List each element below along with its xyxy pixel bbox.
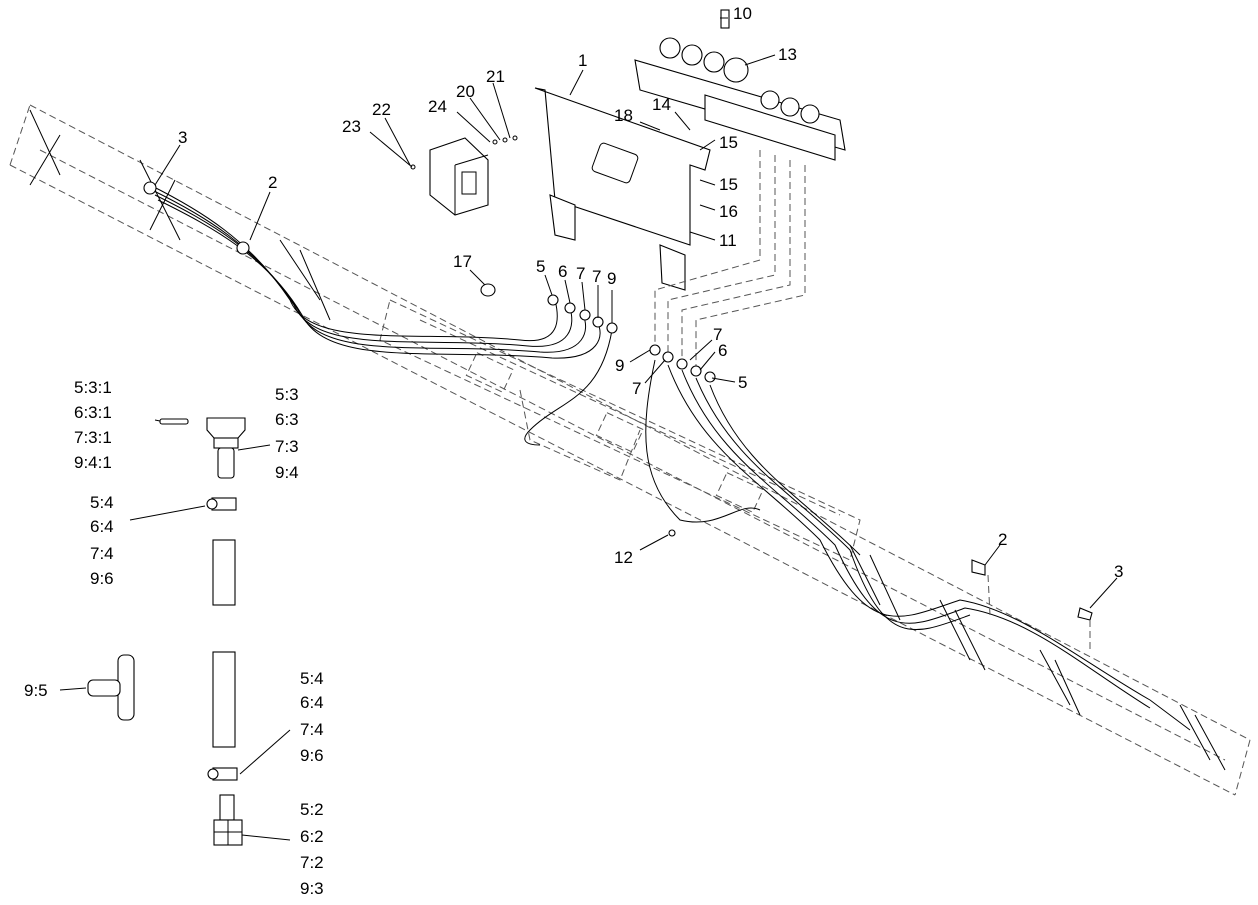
callout-5: 5 xyxy=(536,257,545,276)
detail-label: 5:3:1 xyxy=(74,378,112,397)
detail-label: 7:2 xyxy=(300,853,324,872)
callout-6: 6 xyxy=(558,262,567,281)
detail-label: 9:4 xyxy=(275,463,299,482)
mounting-plate xyxy=(534,87,711,291)
detail-label: 9:6 xyxy=(300,746,324,765)
callout-9: 9 xyxy=(615,356,624,375)
callout-21: 21 xyxy=(486,67,505,86)
detail-exploded-view xyxy=(59,417,291,846)
detail-label: 7:3:1 xyxy=(74,428,112,447)
callout-7: 7 xyxy=(592,267,601,286)
detail-label: 9:6 xyxy=(90,569,114,588)
leader-lines xyxy=(154,17,1118,650)
hoses xyxy=(149,184,1191,731)
detail-label: 7:3 xyxy=(275,437,299,456)
detail-label: 6:3:1 xyxy=(74,403,112,422)
center-frame xyxy=(379,299,861,561)
callout-7: 7 xyxy=(576,264,585,283)
controller-box xyxy=(410,135,518,216)
callout-12: 12 xyxy=(614,548,633,567)
callout-22: 22 xyxy=(372,100,391,119)
callout-15: 15 xyxy=(719,175,738,194)
detail-label: 6:3 xyxy=(275,410,299,429)
detail-label: 9:5 xyxy=(24,681,48,700)
callout-16: 16 xyxy=(719,202,738,221)
detail-label: 9:4:1 xyxy=(74,453,112,472)
detail-label: 7:4 xyxy=(300,720,324,739)
detail-label: 5:4 xyxy=(90,493,114,512)
detail-label: 6:2 xyxy=(300,827,324,846)
detail-label: 5:2 xyxy=(300,800,324,819)
fittings xyxy=(143,181,1093,621)
boom-frame xyxy=(9,104,1251,796)
callout-7: 7 xyxy=(713,325,722,344)
callout-3: 3 xyxy=(1114,562,1123,581)
callout-11: 11 xyxy=(719,231,737,250)
callout-15: 15 xyxy=(719,133,738,152)
callouts: 1 2 2 3 3 5 5 6 6 7 7 7 7 9 9 10 11 12 1… xyxy=(178,4,1123,581)
routing-lines xyxy=(654,150,806,368)
callout-13: 13 xyxy=(778,45,797,64)
detail-label: 6:4 xyxy=(300,693,324,712)
valve-manifold xyxy=(634,9,846,161)
callout-2: 2 xyxy=(268,173,277,192)
callout-14: 14 xyxy=(652,95,671,114)
callout-2: 2 xyxy=(998,530,1007,549)
callout-1: 1 xyxy=(578,51,587,70)
callout-18: 18 xyxy=(614,106,633,125)
callout-10: 10 xyxy=(733,4,752,23)
callout-6: 6 xyxy=(718,341,727,360)
callout-17: 17 xyxy=(453,252,472,271)
detail-label: 6:4 xyxy=(90,517,114,536)
detail-labels: 5:3:1 6:3:1 7:3:1 9:4:1 5:3 6:3 7:3 9:4 … xyxy=(24,378,324,898)
detail-label: 9:3 xyxy=(300,879,324,898)
detail-label: 7:4 xyxy=(90,544,114,563)
callout-5: 5 xyxy=(738,373,747,392)
detail-label: 5:4 xyxy=(300,669,324,688)
callout-20: 20 xyxy=(456,82,475,101)
callout-23: 23 xyxy=(342,117,361,136)
callout-9: 9 xyxy=(607,269,616,288)
detail-label: 5:3 xyxy=(275,385,299,404)
callout-7: 7 xyxy=(632,379,641,398)
callout-24: 24 xyxy=(428,97,447,116)
callout-3: 3 xyxy=(178,128,187,147)
